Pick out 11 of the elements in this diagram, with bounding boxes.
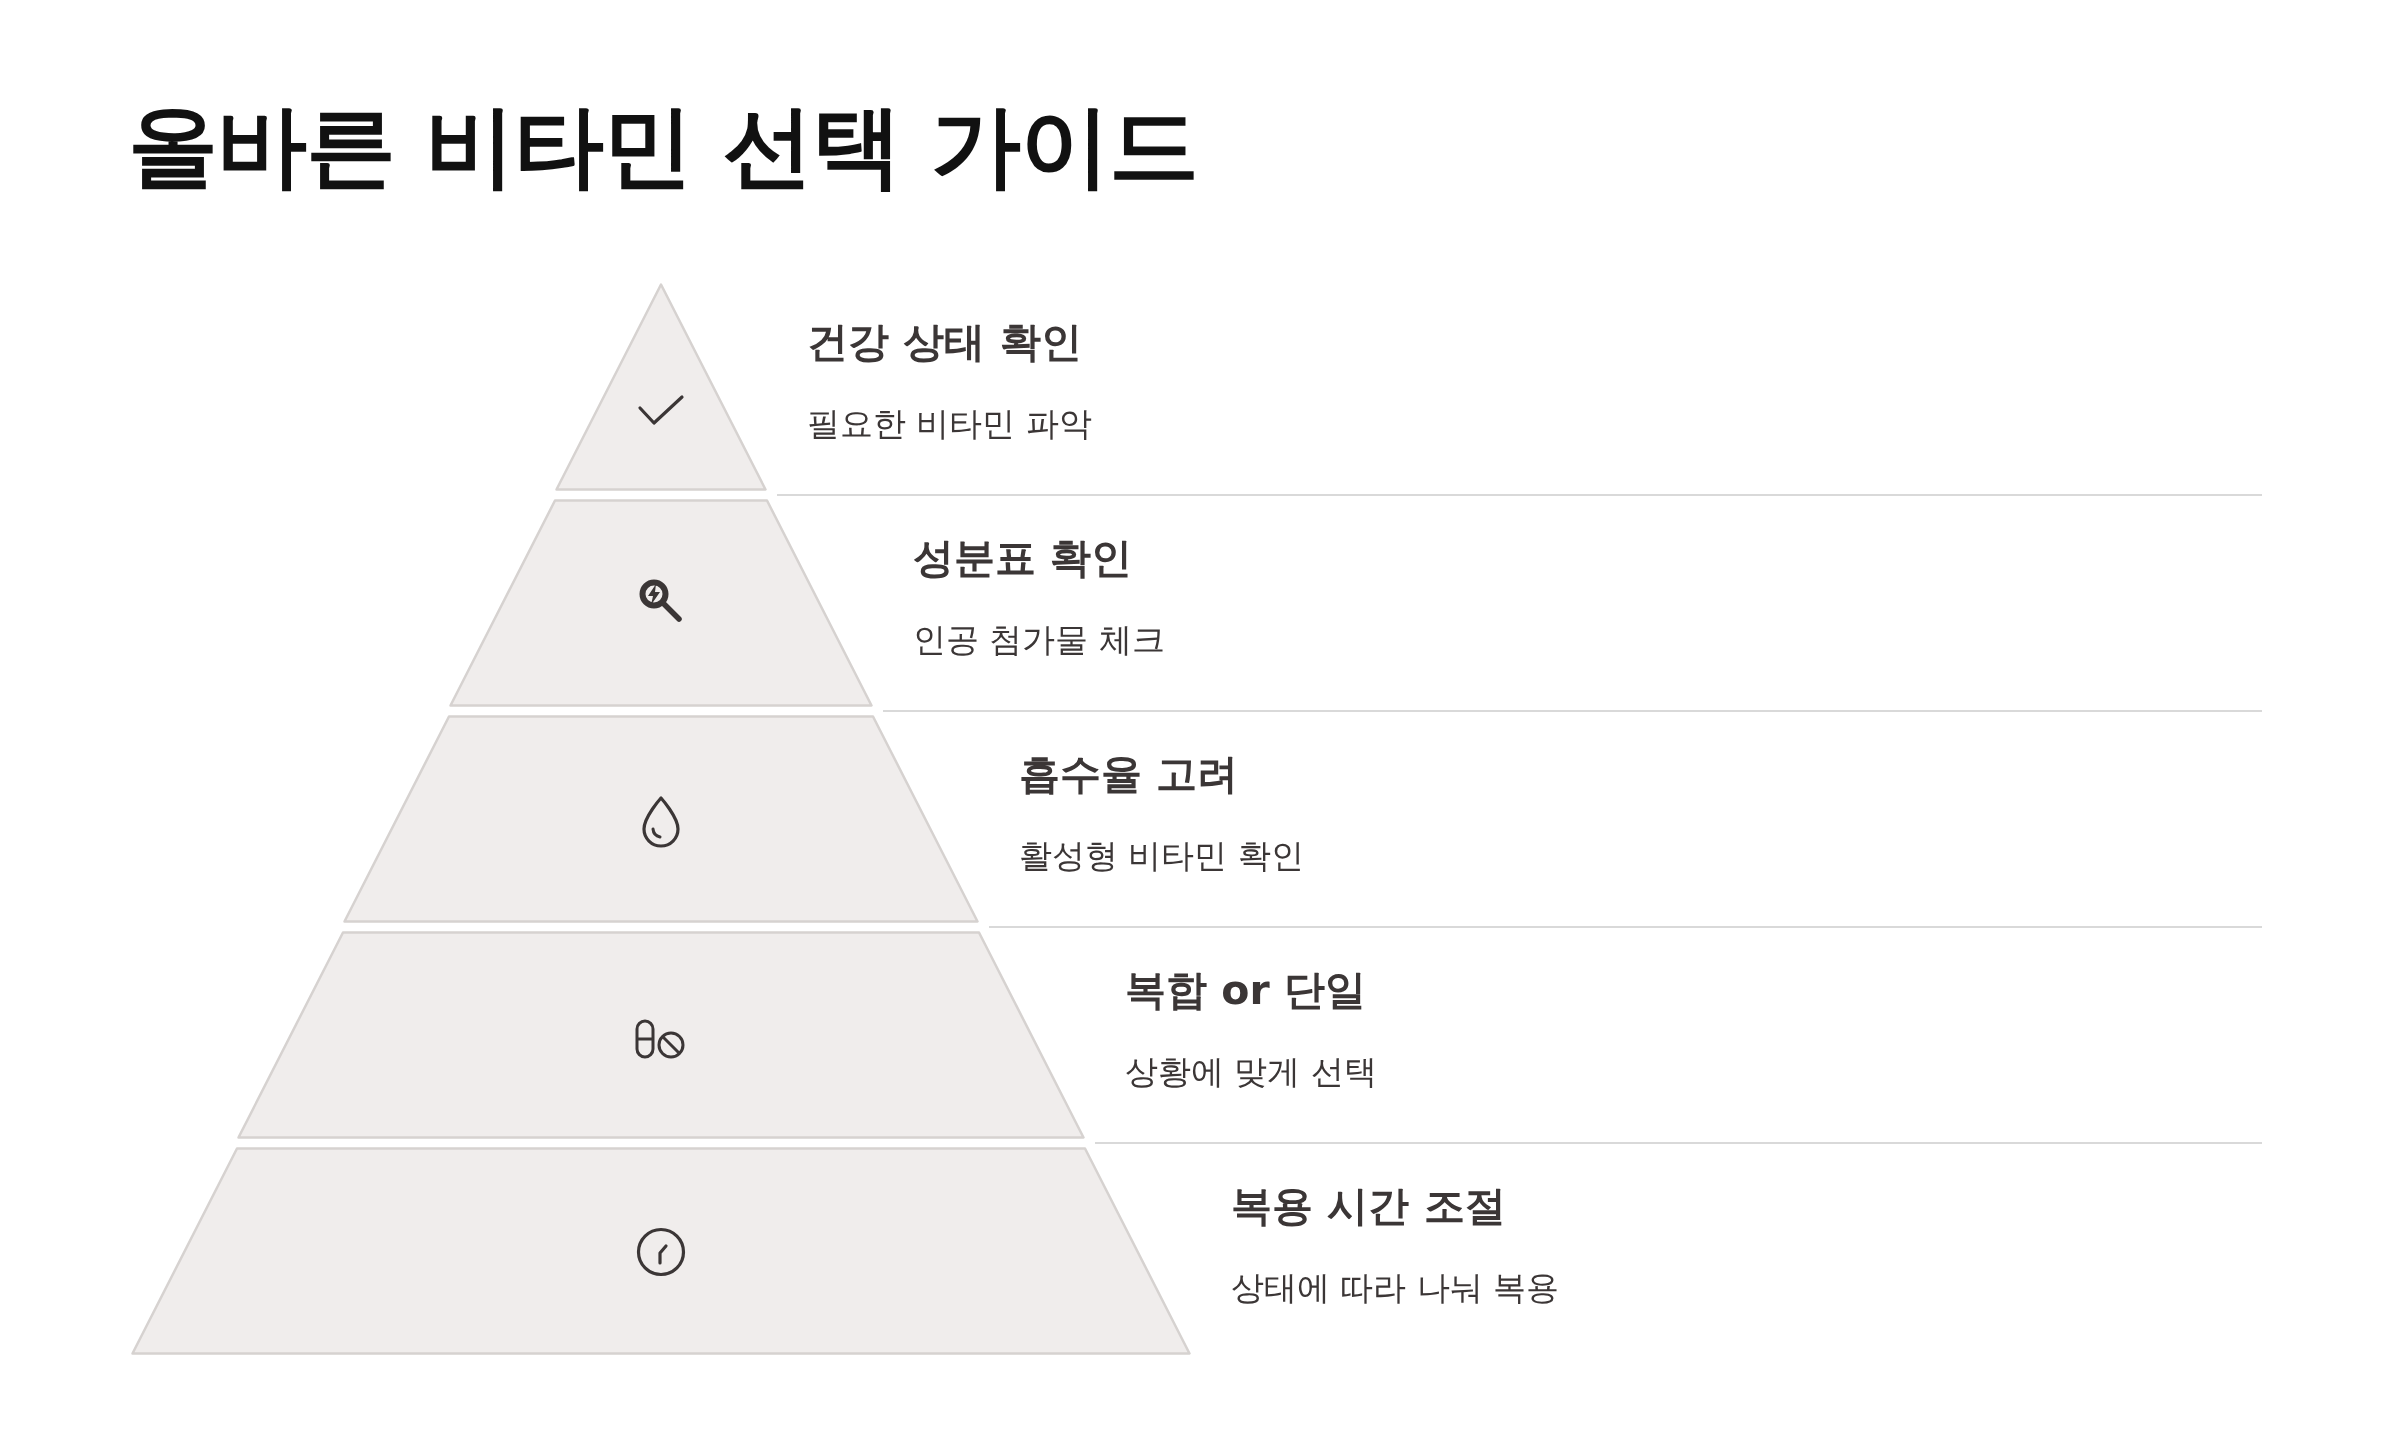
- level-description: 활성형 비타민 확인: [1019, 836, 1304, 876]
- title: 올바른 비타민 선택 가이드: [128, 92, 1198, 200]
- level-heading: 건강 상태 확인: [807, 318, 1082, 368]
- level-description: 필요한 비타민 파악: [807, 404, 1092, 444]
- level-description: 상태에 따라 나눠 복용: [1231, 1268, 1560, 1308]
- level-description: 인공 첨가물 체크: [913, 620, 1165, 660]
- level-description: 상황에 맞게 선택: [1125, 1052, 1377, 1092]
- level-heading: 복합 or 단일: [1125, 966, 1366, 1016]
- level-heading: 흡수율 고려: [1019, 750, 1239, 800]
- level-heading: 복용 시간 조절: [1231, 1182, 1506, 1232]
- level-heading: 성분표 확인: [913, 534, 1133, 584]
